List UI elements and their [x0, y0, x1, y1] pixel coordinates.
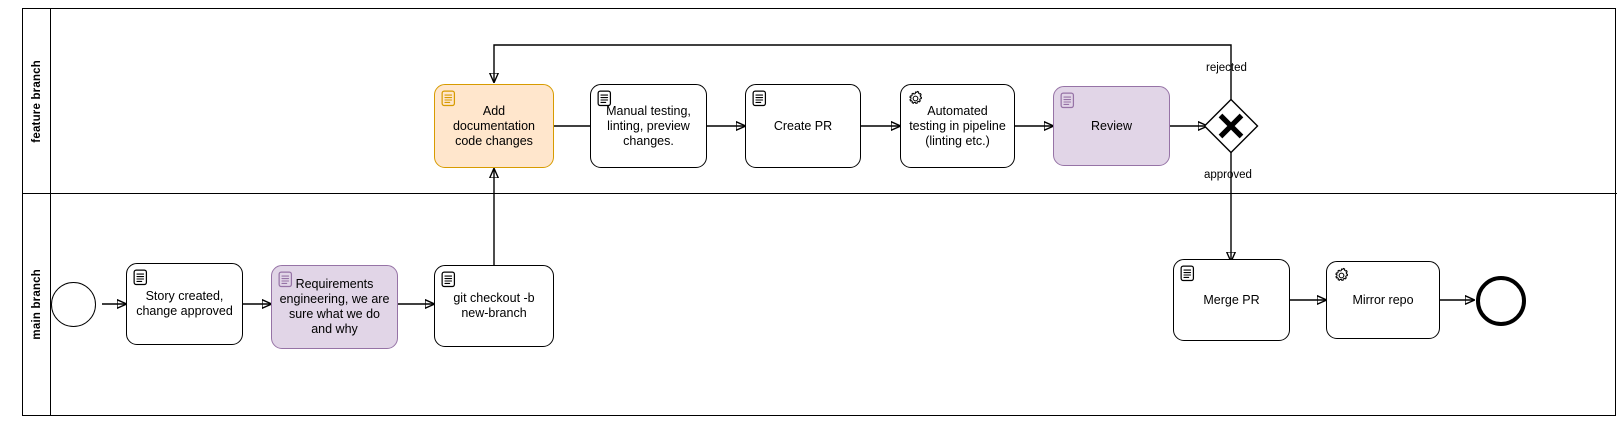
manual-task-icon — [752, 90, 769, 107]
lane-label-main-branch: main branch — [30, 269, 43, 340]
task-label: Manual testing, linting, preview changes… — [606, 103, 691, 148]
task-mirror-repo[interactable]: Mirror repo — [1326, 261, 1440, 339]
pool: feature branch main branch — [22, 8, 1617, 416]
lane-header-main-branch: main branch — [23, 194, 51, 415]
task-merge-pr[interactable]: Merge PR — [1173, 259, 1290, 341]
lane-feature-branch: feature branch — [23, 9, 1617, 194]
manual-task-icon — [1060, 92, 1077, 109]
task-label: Add documentation code changes — [452, 103, 535, 148]
task-story-created[interactable]: Story created, change approved — [126, 263, 243, 345]
manual-task-icon — [133, 269, 150, 286]
edge-label-rejected: rejected — [1206, 62, 1247, 74]
lane-label-feature-branch: feature branch — [30, 59, 43, 143]
task-label: Story created, change approved — [136, 289, 233, 318]
task-automated-testing[interactable]: Automated testing in pipeline (linting e… — [900, 84, 1015, 168]
task-git-checkout[interactable]: git checkout -b new-branch — [434, 265, 554, 347]
start-event[interactable] — [51, 282, 96, 327]
gear-icon — [1333, 267, 1350, 284]
manual-task-icon — [441, 271, 458, 288]
exclusive-gateway[interactable] — [1203, 98, 1259, 154]
task-create-pr[interactable]: Create PR — [745, 84, 861, 168]
task-label: Create PR — [773, 118, 833, 133]
lane-header-feature-branch: feature branch — [23, 9, 51, 193]
edge-label-approved-text: approved — [1204, 169, 1252, 181]
lane-main-branch: main branch — [23, 194, 1617, 415]
task-requirements-engineering[interactable]: Requirements engineering, we are sure wh… — [271, 265, 398, 349]
task-review[interactable]: Review — [1053, 86, 1170, 166]
x-gateway-icon — [1203, 98, 1259, 154]
edge-label-rejected-text: rejected — [1206, 62, 1247, 74]
task-label: Review — [1091, 118, 1132, 133]
task-label: Automated testing in pipeline (linting e… — [909, 103, 1006, 148]
task-label: Merge PR — [1203, 292, 1260, 307]
task-label: Mirror repo — [1352, 292, 1414, 307]
end-event[interactable] — [1476, 276, 1526, 326]
task-add-documentation[interactable]: Add documentation code changes — [434, 84, 554, 168]
task-manual-testing[interactable]: Manual testing, linting, preview changes… — [590, 84, 707, 168]
manual-task-icon — [1180, 265, 1197, 282]
task-label: git checkout -b new-branch — [453, 291, 535, 320]
edge-label-approved: approved — [1204, 169, 1252, 181]
task-label: Requirements engineering, we are sure wh… — [279, 277, 390, 336]
